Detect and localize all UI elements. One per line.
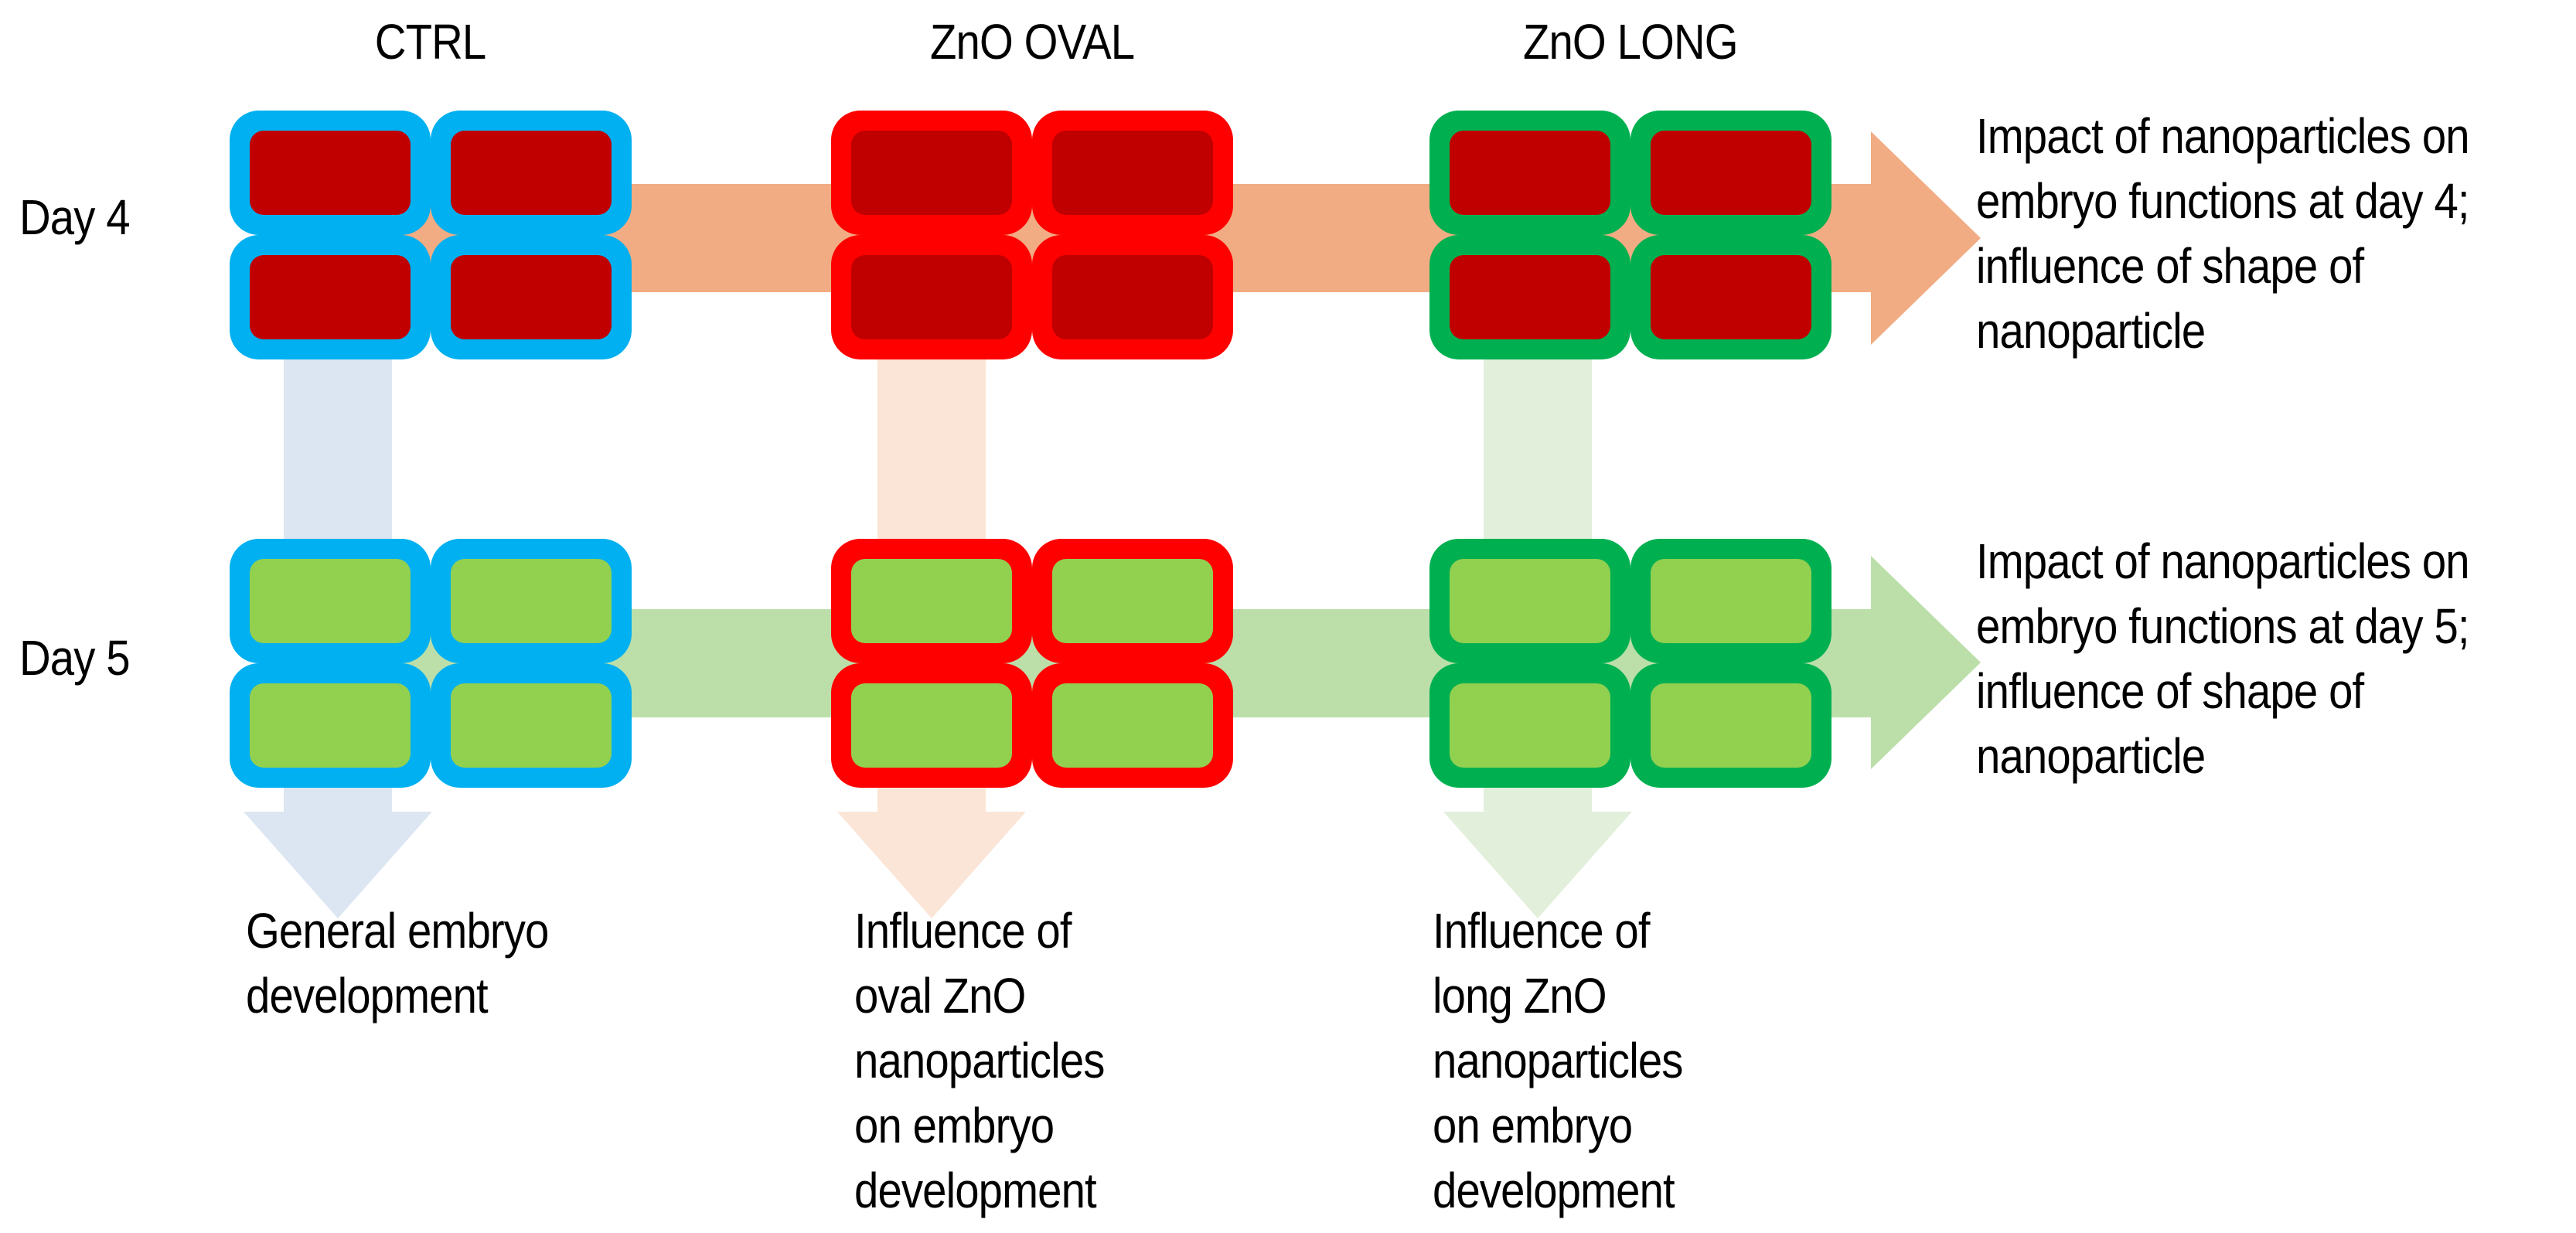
well-tile [431, 235, 632, 359]
well-tile [1032, 111, 1233, 235]
column-title-zno-long: ZnO LONG [1523, 14, 1739, 70]
column-title-ctrl-wrap: CTRL [230, 9, 632, 74]
embryo-cell-day4 [1450, 131, 1610, 215]
block-ctrl-day5 [230, 539, 632, 788]
note-line: Influence of [1433, 903, 1651, 959]
well-tile [831, 111, 1032, 235]
well-tile [1429, 663, 1630, 788]
well-tile [1630, 111, 1831, 235]
embryo-cell-day4 [851, 131, 1012, 215]
column-title-zno-long-wrap: ZnO LONG [1429, 9, 1831, 74]
note-line: nanoparticle [1976, 303, 2206, 359]
embryo-cell-day5 [1450, 683, 1610, 768]
block-long-day4 [1429, 111, 1831, 359]
long-bottom-note: Influence of long ZnO nanoparticles on e… [1433, 898, 1683, 1223]
embryo-cell-day5 [851, 683, 1012, 768]
day4-row-arrowhead-icon [1871, 131, 1981, 345]
note-line: embryo functions at day 4; [1976, 173, 2470, 229]
note-line: nanoparticles [1433, 1033, 1683, 1088]
note-line: on embryo [1433, 1098, 1633, 1153]
block-long-day5 [1429, 539, 1831, 788]
day4-row-note: Impact of nanoparticles on embryo functi… [1976, 104, 2470, 363]
well-tile [230, 111, 431, 235]
well-tile [1429, 539, 1630, 663]
note-line: influence of shape of [1976, 663, 2364, 719]
well-tile [431, 663, 632, 788]
embryo-cell-day5 [250, 559, 411, 643]
embryo-cell-day4 [250, 255, 411, 339]
note-line: Impact of nanoparticles on [1976, 108, 2470, 164]
well-tile [431, 111, 632, 235]
well-tile [1032, 235, 1233, 359]
note-line: Influence of [854, 903, 1072, 959]
embryo-cell-day4 [1651, 131, 1811, 215]
oval-bottom-note: Influence of oval ZnO nanoparticles on e… [854, 898, 1105, 1223]
embryo-cell-day5 [1450, 559, 1610, 643]
embryo-cell-day5 [1651, 559, 1811, 643]
note-line: General embryo [246, 903, 549, 959]
embryo-cell-day4 [1450, 255, 1610, 339]
column-title-ctrl: CTRL [375, 14, 486, 70]
note-line: development [246, 968, 489, 1024]
note-line: development [1433, 1163, 1675, 1218]
embryo-cell-day5 [250, 683, 411, 768]
well-tile [230, 663, 431, 788]
embryo-cell-day5 [1052, 683, 1213, 768]
column-title-zno-oval-wrap: ZnO OVAL [831, 9, 1233, 74]
well-tile [1032, 663, 1233, 788]
note-line: oval ZnO [854, 968, 1026, 1024]
ctrl-bottom-note: General embryo development [246, 898, 549, 1028]
column-title-zno-oval: ZnO OVAL [929, 14, 1135, 70]
well-tile [431, 539, 632, 663]
embryo-cell-day4 [1651, 255, 1811, 339]
row-label-day5: Day 5 [19, 630, 131, 686]
well-tile [230, 235, 431, 359]
note-line: Impact of nanoparticles on [1976, 533, 2470, 589]
note-line: development [854, 1163, 1097, 1218]
well-tile [1032, 539, 1233, 663]
day5-row-note: Impact of nanoparticles on embryo functi… [1976, 529, 2470, 789]
embryo-cell-day4 [250, 131, 411, 215]
well-tile [1630, 539, 1831, 663]
embryo-cell-day4 [851, 255, 1012, 339]
day5-row-arrowhead-icon [1871, 556, 1981, 769]
note-line: influence of shape of [1976, 238, 2364, 294]
well-tile [1630, 235, 1831, 359]
well-tile [831, 235, 1032, 359]
well-tile [1630, 663, 1831, 788]
embryo-cell-day4 [1052, 131, 1213, 215]
note-line: on embryo [854, 1098, 1055, 1153]
embryo-cell-day5 [1052, 559, 1213, 643]
block-oval-day4 [831, 111, 1233, 359]
note-line: nanoparticles [854, 1033, 1105, 1088]
block-ctrl-day4 [230, 111, 632, 359]
embryo-cell-day5 [451, 559, 612, 643]
well-tile [1429, 235, 1630, 359]
well-tile [831, 663, 1032, 788]
embryo-cell-day5 [451, 683, 612, 768]
embryo-cell-day4 [451, 131, 612, 215]
embryo-cell-day5 [1651, 683, 1811, 768]
embryo-cell-day4 [1052, 255, 1213, 339]
well-tile [230, 539, 431, 663]
block-oval-day5 [831, 539, 1233, 788]
embryo-cell-day5 [851, 559, 1012, 643]
embryo-cell-day4 [451, 255, 612, 339]
row-label-day4: Day 4 [19, 189, 131, 245]
well-tile [1429, 111, 1630, 235]
note-line: embryo functions at day 5; [1976, 598, 2470, 654]
well-tile [831, 539, 1032, 663]
note-line: long ZnO [1433, 968, 1607, 1024]
note-line: nanoparticle [1976, 728, 2206, 784]
